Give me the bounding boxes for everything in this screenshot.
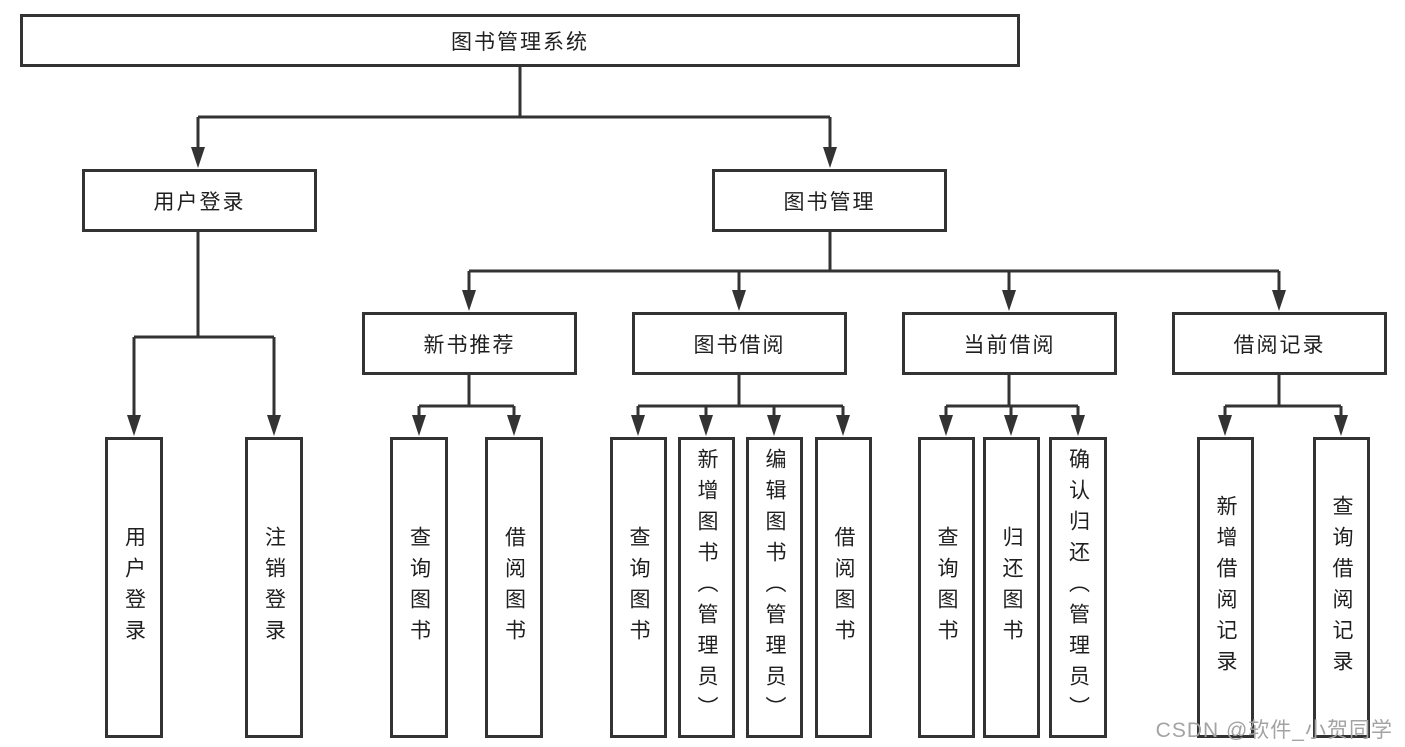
leaf-add-books-admin: 新增图书（管理员） <box>678 437 735 738</box>
leaf-return-books-label: 归还图书 <box>1000 525 1023 650</box>
leaf-edit-books-admin-label: 编辑图书（管理员） <box>763 448 786 727</box>
node-book-management: 图书管理 <box>712 169 947 232</box>
leaf-query-books-current: 查询图书 <box>918 437 975 738</box>
leaf-borrow-books-recommend-label: 借阅图书 <box>502 525 526 650</box>
leaf-logout-label: 注销登录 <box>262 525 286 650</box>
borrowing-records-label: 借阅记录 <box>1233 333 1326 357</box>
node-borrowing-records: 借阅记录 <box>1172 312 1387 375</box>
leaf-add-books-admin-label: 新增图书（管理员） <box>695 448 718 727</box>
leaf-logout: 注销登录 <box>245 437 303 738</box>
leaf-query-books-borrowing-label: 查询图书 <box>627 525 650 650</box>
root-label: 图书管理系统 <box>451 30 589 54</box>
leaf-borrow-books-recommend: 借阅图书 <box>485 437 543 738</box>
leaf-user-login-label: 用户登录 <box>122 525 146 650</box>
leaf-user-login: 用户登录 <box>105 437 163 738</box>
leaf-borrow-books-label: 借阅图书 <box>832 525 855 650</box>
leaf-borrow-books: 借阅图书 <box>815 437 872 738</box>
node-current-borrowing: 当前借阅 <box>902 312 1117 375</box>
leaf-edit-books-admin: 编辑图书（管理员） <box>746 437 803 738</box>
leaf-return-books: 归还图书 <box>983 437 1040 738</box>
leaf-query-books-recommend-label: 查询图书 <box>407 525 431 650</box>
leaf-confirm-return-admin: 确认归还（管理员） <box>1049 437 1107 738</box>
node-book-borrowing: 图书借阅 <box>632 312 847 375</box>
current-borrowing-label: 当前借阅 <box>963 333 1056 357</box>
leaf-query-books-borrowing: 查询图书 <box>610 437 667 738</box>
leaf-add-borrow-record-label: 新增借阅记录 <box>1214 494 1237 681</box>
leaf-query-books-recommend: 查询图书 <box>390 437 448 738</box>
node-root: 图书管理系统 <box>20 14 1020 67</box>
node-user-login: 用户登录 <box>82 169 317 232</box>
leaf-add-borrow-record: 新增借阅记录 <box>1197 437 1254 738</box>
leaf-query-borrow-record: 查询借阅记录 <box>1313 437 1370 738</box>
user-login-label: 用户登录 <box>153 190 246 214</box>
csdn-watermark: CSDN @软件_小贺同学 <box>1155 719 1393 742</box>
book-management-label: 图书管理 <box>783 190 876 214</box>
leaf-query-books-current-label: 查询图书 <box>935 525 958 650</box>
new-book-recommendation-label: 新书推荐 <box>423 333 516 357</box>
leaf-confirm-return-admin-label: 确认归还（管理员） <box>1066 448 1090 727</box>
node-new-book-recommendation: 新书推荐 <box>362 312 577 375</box>
leaf-query-borrow-record-label: 查询借阅记录 <box>1330 494 1353 681</box>
book-borrowing-label: 图书借阅 <box>693 333 786 357</box>
arrowheads <box>127 147 1348 436</box>
